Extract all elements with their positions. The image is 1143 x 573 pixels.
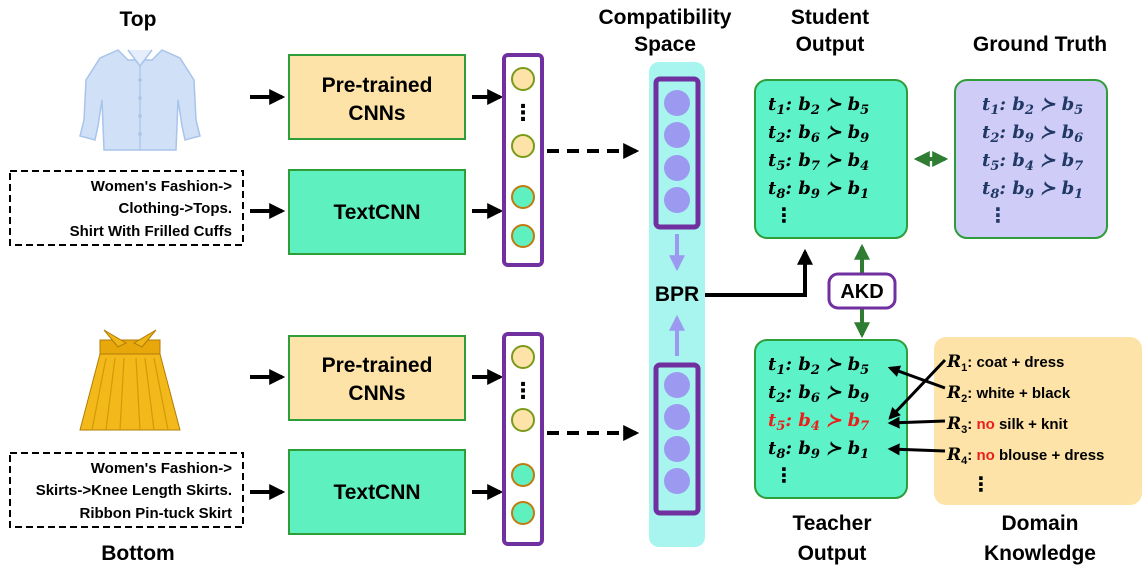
student-title-line1: Student: [791, 6, 869, 29]
bottom-cnn-line1: Pre-trained: [322, 354, 433, 377]
compat-title-line2: Space: [634, 33, 696, 56]
top-text-line2: Clothing->Tops.: [119, 200, 232, 217]
skirt-image: [79, 329, 181, 431]
top-textcnn-box: [288, 169, 466, 255]
student-pair: t1: b2 ≻ b5: [768, 94, 869, 118]
top-text-box: [9, 170, 244, 246]
student-output-list: t1: b2 ≻ b5 t2: b6 ≻ b9 t5: b7 ≻ b4 t8: b9 …: [768, 94, 869, 227]
akd-box: [827, 272, 897, 310]
input-arrows: [250, 89, 504, 500]
rule-item: R2: white + black: [946, 383, 1071, 405]
rule-arrows: [887, 358, 947, 456]
student-more: ⋮: [774, 203, 794, 227]
svg-text:⋮: ⋮: [512, 379, 534, 404]
top-embedding: [653, 76, 701, 230]
ground-truth-list: t1: b2 ≻ b5 t2: b9 ≻ b6 t5: b4 ≻ b7 t8: b9 …: [982, 94, 1083, 227]
top-cnn-line2: CNNs: [348, 102, 405, 125]
teacher-more: ⋮: [774, 463, 794, 487]
bottom-cnn-line2: CNNs: [348, 382, 405, 405]
student-pair: t2: b6 ≻ b9: [768, 122, 869, 146]
top-feature-vector: ⋮: [502, 53, 544, 267]
truth-pair: t5: b4 ≻ b7: [982, 150, 1083, 174]
student-output-box: [754, 79, 908, 239]
bottom-embedding: [653, 362, 701, 516]
compat-title-line1: Compatibility: [598, 6, 731, 29]
svg-text:⋮: ⋮: [512, 101, 534, 126]
shirt-image: [79, 49, 201, 151]
bottom-label: Bottom: [101, 542, 174, 565]
teacher-pair: t5: b4 ≻ b7: [768, 410, 869, 434]
bottom-cnn-box: [288, 335, 466, 421]
top-textcnn-label: TextCNN: [333, 201, 420, 224]
top-cnn-box: [288, 54, 466, 140]
bpr-label: BPR: [655, 283, 699, 306]
student-pair: t5: b7 ≻ b4: [768, 150, 869, 174]
teacher-title-line2: Output: [798, 542, 867, 565]
bpr-to-student-arrow: [705, 248, 813, 297]
rule-item: R1: coat + dress: [946, 352, 1064, 374]
teacher-pair: t1: b2 ≻ b5: [768, 354, 869, 378]
akd-label: AKD: [840, 281, 883, 303]
student-title-line2: Output: [796, 33, 865, 56]
truth-more: ⋮: [988, 203, 1008, 227]
rule-more: ⋮: [971, 472, 991, 496]
top-text-line1: Women's Fashion->: [91, 178, 232, 195]
truth-pair: t8: b9 ≻ b1: [982, 178, 1083, 202]
teacher-title-line1: Teacher: [793, 512, 872, 535]
rule-item: R4: no blouse + dress: [946, 445, 1104, 467]
top-text-line3: Shirt With Frilled Cuffs: [70, 223, 232, 240]
domain-title-line2: Knowledge: [984, 542, 1096, 565]
top-label: Top: [120, 8, 157, 31]
truth-pair: t2: b9 ≻ b6: [982, 122, 1083, 146]
ground-truth-title: Ground Truth: [973, 33, 1107, 56]
teacher-output-box: [754, 339, 908, 499]
ground-truth-box: [954, 79, 1108, 239]
bottom-text-box: [9, 452, 244, 528]
student-pair: t8: b9 ≻ b1: [768, 178, 869, 202]
bottom-text-line1: Women's Fashion->: [91, 460, 232, 477]
teacher-pair: t8: b9 ≻ b1: [768, 438, 869, 462]
bottom-feature-vector: ⋮: [502, 332, 544, 546]
bottom-text-line3: Ribbon Pin-tuck Skirt: [79, 505, 232, 522]
compat-space-panel: [649, 62, 705, 547]
domain-knowledge-box: [934, 337, 1142, 505]
teacher-output-list: t1: b2 ≻ b5 t2: b6 ≻ b9 t5: b4 ≻ b7 t8: b9 …: [768, 354, 869, 487]
bottom-textcnn-box: [288, 449, 466, 535]
bottom-textcnn-label: TextCNN: [333, 481, 420, 504]
teacher-pair: t2: b6 ≻ b9: [768, 382, 869, 406]
top-cnn-line1: Pre-trained: [322, 74, 433, 97]
truth-pair: t1: b2 ≻ b5: [982, 94, 1083, 118]
domain-title-line1: Domain: [1001, 512, 1078, 535]
rule-item: R3: no silk + knit: [946, 414, 1068, 436]
bottom-text-line2: Skirts->Knee Length Skirts.: [36, 482, 232, 499]
